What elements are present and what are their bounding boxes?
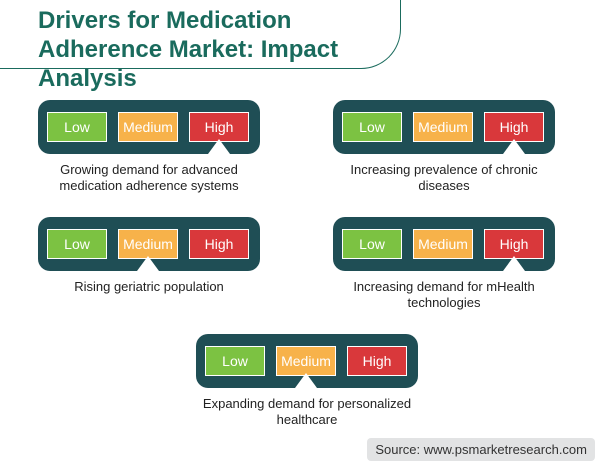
page-title: Drivers for Medication Adherence Market:… [38,7,339,92]
high-segment: High [189,112,249,142]
driver-label: Increasing demand for mHealth technologi… [353,279,535,310]
low-segment: Low [342,229,402,259]
low-segment: Low [47,229,107,259]
medium-segment: Medium [118,112,178,142]
driver-label: Growing demand for advanced medication a… [59,162,239,193]
impact-scale: Low Medium High [196,334,418,388]
impact-pointer-icon [208,139,230,154]
medium-segment: Medium [118,229,178,259]
high-segment: High [347,346,407,376]
medium-segment: Medium [413,112,473,142]
high-segment: High [189,229,249,259]
driver-label: Rising geriatric population [74,279,224,294]
title-frame: Drivers for Medication Adherence Market:… [0,0,401,92]
impact-scale: Low Medium High [333,217,555,271]
impact-scale: Low Medium High [38,100,260,154]
high-segment: High [484,229,544,259]
impact-scale: Low Medium High [333,100,555,154]
impact-pointer-icon [137,256,159,271]
impact-scale: Low Medium High [38,217,260,271]
high-segment: High [484,112,544,142]
medium-segment: Medium [413,229,473,259]
source-note: Source: www.psmarketresearch.com [367,438,595,461]
driver-label: Increasing prevalence of chronic disease… [350,162,538,193]
impact-pointer-icon [295,373,317,388]
low-segment: Low [47,112,107,142]
driver-label: Expanding demand for personalized health… [202,396,412,427]
low-segment: Low [205,346,265,376]
impact-pointer-icon [503,139,525,154]
medium-segment: Medium [276,346,336,376]
impact-pointer-icon [503,256,525,271]
low-segment: Low [342,112,402,142]
